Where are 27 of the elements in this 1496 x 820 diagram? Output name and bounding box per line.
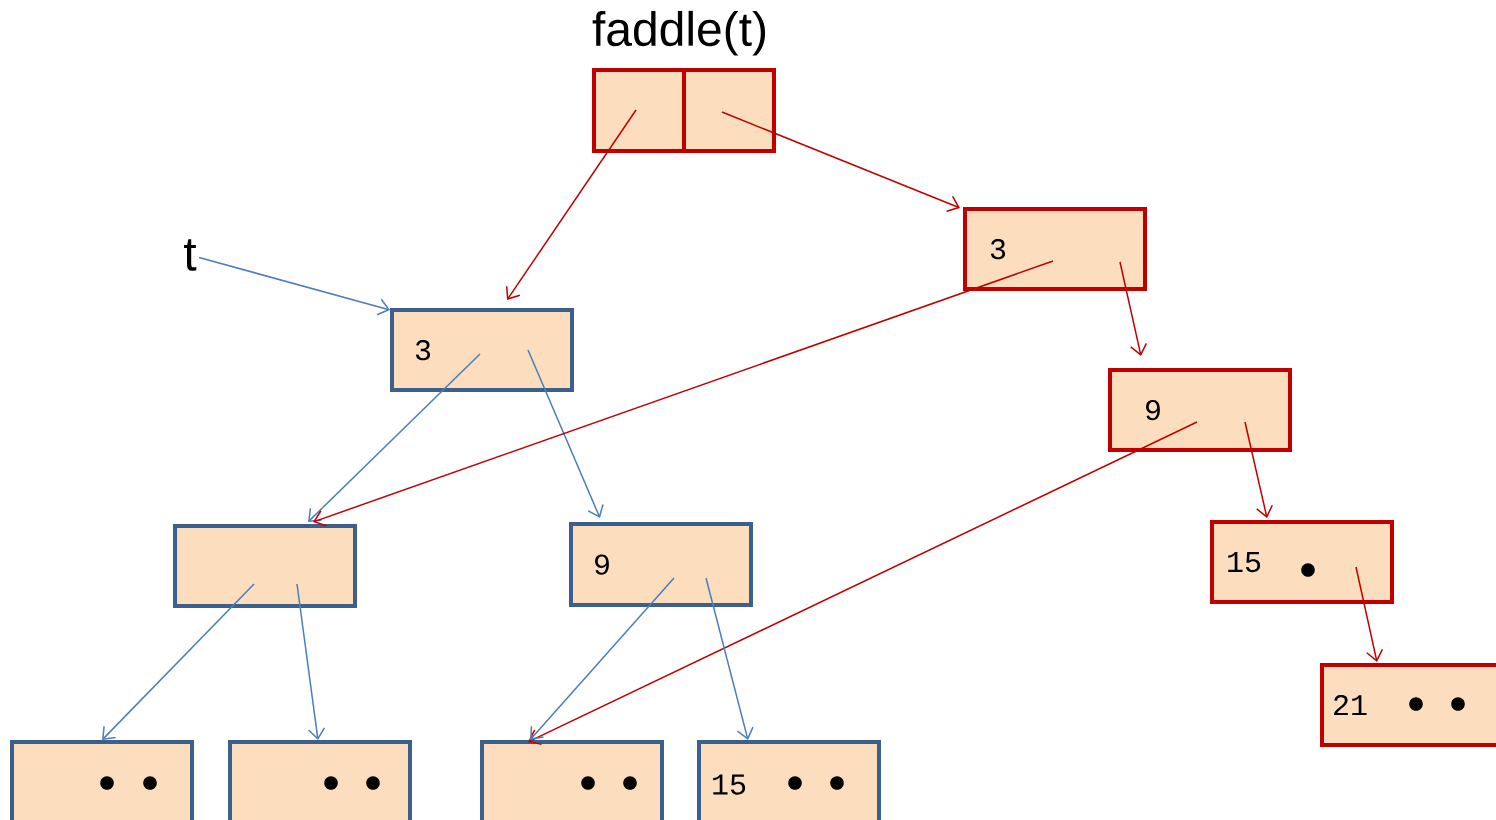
variable-label: t: [184, 239, 197, 271]
value-box: 15: [697, 740, 881, 820]
arrow: [313, 260, 1054, 527]
arrow: [1355, 566, 1384, 662]
value-box: 15: [1210, 520, 1394, 604]
arrow: [705, 577, 754, 740]
arrow: [102, 583, 255, 740]
value-box: 3: [390, 308, 574, 392]
arrow: [528, 421, 1198, 746]
box-title: faddle(t): [592, 10, 766, 56]
arrow: [198, 256, 390, 316]
arrow: [1119, 261, 1148, 356]
value-box: [173, 524, 357, 608]
arrow: [296, 583, 326, 740]
value-box: 21: [1320, 663, 1496, 747]
value-box: [228, 740, 412, 820]
value-box: 9: [569, 522, 753, 607]
value-box: 9: [1108, 368, 1292, 452]
arrow: [308, 353, 481, 522]
arrow: [505, 109, 637, 300]
arrow: [1244, 421, 1274, 518]
arrow: [527, 349, 604, 518]
value-box: 3: [963, 207, 1147, 291]
value-box: [10, 740, 194, 820]
arrow: [721, 111, 960, 212]
arrow: [530, 577, 675, 740]
value-box: [480, 740, 664, 820]
